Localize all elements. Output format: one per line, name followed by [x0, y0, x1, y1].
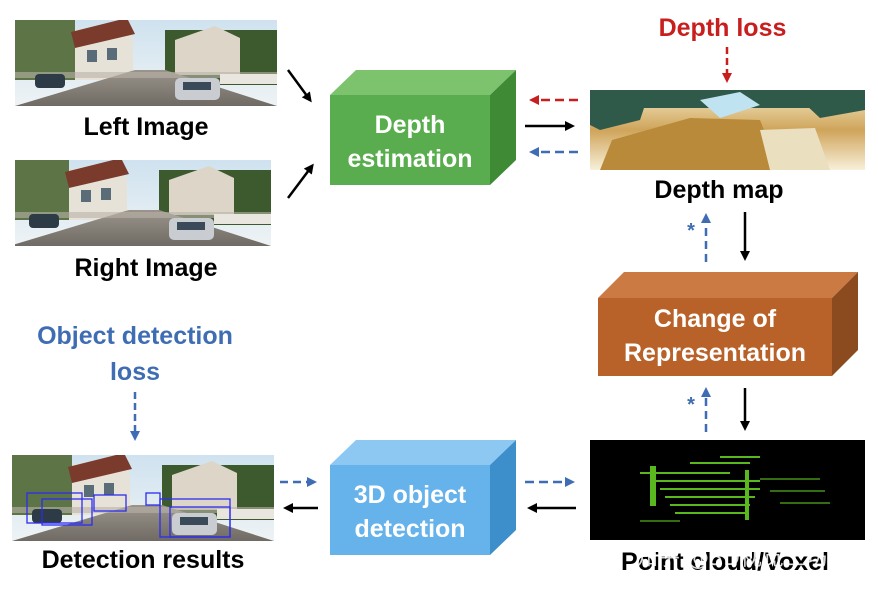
- object-detection-loss-label-line2: loss: [109, 358, 161, 386]
- watermark: 知乎 @3D视觉工坊: [636, 546, 828, 571]
- depth-estimation-box: Depth estimation: [330, 108, 490, 176]
- depth-estimation-line1: Depth: [374, 111, 446, 139]
- depth-map-label: Depth map: [654, 176, 784, 204]
- depth-loss-label: Depth loss: [658, 14, 787, 42]
- arrow-right-to-depth: [287, 163, 314, 199]
- change-of-representation-line1: Change of: [653, 305, 777, 333]
- right-image-label: Right Image: [74, 254, 218, 282]
- detection-results-label: Detection results: [41, 546, 245, 574]
- change-of-representation-box-shape: [598, 272, 858, 376]
- arrow-left-to-depth: [286, 69, 312, 103]
- change-of-representation-line2: Representation: [624, 339, 806, 367]
- change-of-representation-box: Change of Representation: [598, 302, 832, 370]
- object-detection-line1: 3D object: [353, 481, 467, 509]
- point-cloud-label: Point cloud/Voxel: [621, 548, 829, 576]
- depth-estimation-line2: estimation: [347, 145, 473, 173]
- detection-results-image: [12, 455, 274, 541]
- object-detection-box: 3D object detection: [330, 478, 490, 546]
- left-image-label: Left Image: [83, 113, 209, 141]
- point-cloud-image: [590, 440, 865, 540]
- right-image: [15, 160, 271, 246]
- depth-estimation-box-shape: [330, 70, 516, 185]
- upper-star-mark: *: [687, 220, 695, 242]
- object-detection-line2: detection: [354, 515, 466, 543]
- left-image: [15, 20, 277, 106]
- lower-star-mark: *: [687, 394, 695, 416]
- depth-map-image: [590, 90, 865, 170]
- object-detection-box-shape: [330, 440, 516, 555]
- object-detection-loss-label-line1: Object detection: [37, 322, 233, 350]
